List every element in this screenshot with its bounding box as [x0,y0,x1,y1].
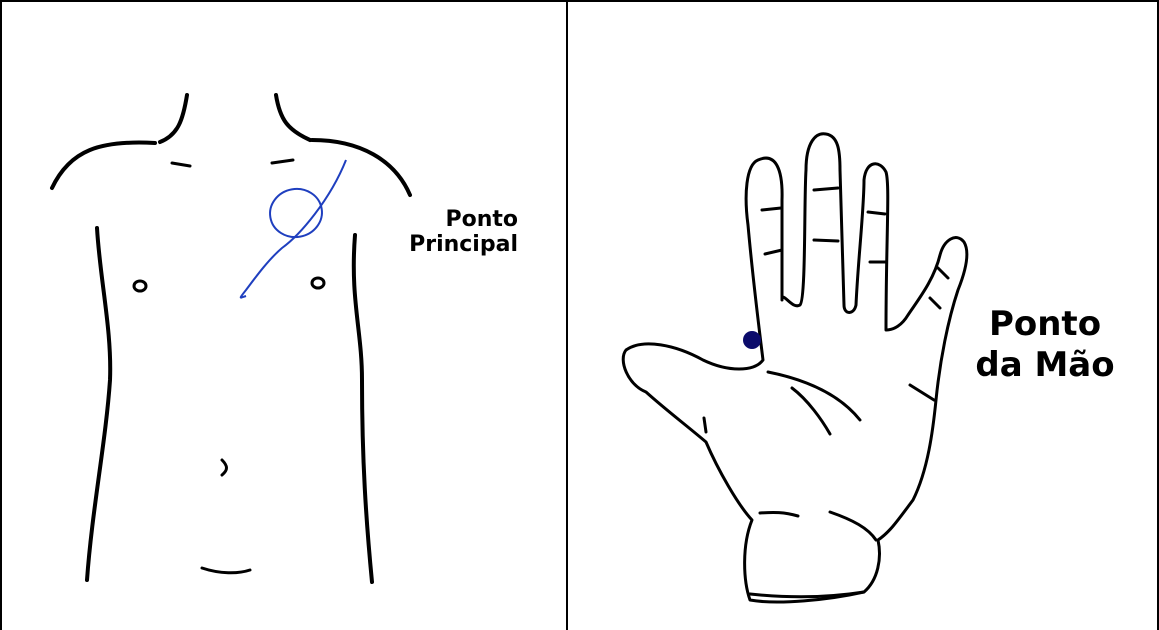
palm-lower-crease [830,512,876,540]
navel [222,460,227,475]
shoulder-right-line [312,140,410,195]
hand-point-label-line1: Ponto [965,304,1125,345]
torso-left-side [87,228,110,580]
hand-outline [623,134,967,602]
index-finger-crease-1 [762,208,781,210]
main-point-marking [241,160,346,298]
hand-point-label-line2: da Mão [965,345,1125,386]
thumb-knuckle [704,418,706,432]
torso-illustration [0,0,566,630]
main-point-label-line2: Principal [392,232,518,257]
index-finger-crease-2 [765,250,782,254]
hand-point-marker [743,331,761,349]
hand-panel: Ponto da Mão [568,0,1159,630]
little-finger-crease-2 [930,298,940,308]
nipple-left [134,281,146,291]
palm-life-line [792,388,830,434]
main-point-label: Ponto Principal [392,207,518,258]
little-finger-crease-1 [938,268,948,278]
hand-point-label: Ponto da Mão [965,304,1125,386]
main-point-label-line1: Ponto [392,207,518,232]
neck-right-line [276,95,310,140]
neck-left-line [160,95,187,142]
clavicle-left-mark [172,163,190,166]
palm-heart-line [910,385,934,400]
nipple-right [312,278,324,288]
thumb-crease [768,372,860,420]
lower-abdomen-line [202,568,250,573]
torso-right-side [354,235,372,582]
wrist-crease [760,512,798,516]
ring-finger-crease-1 [868,212,885,214]
middle-finger-crease-2 [814,240,838,241]
middle-finger-crease-1 [814,188,838,190]
shoulder-left-line [52,143,155,188]
torso-panel: Ponto Principal [0,0,566,630]
clavicle-right-mark [272,160,293,163]
